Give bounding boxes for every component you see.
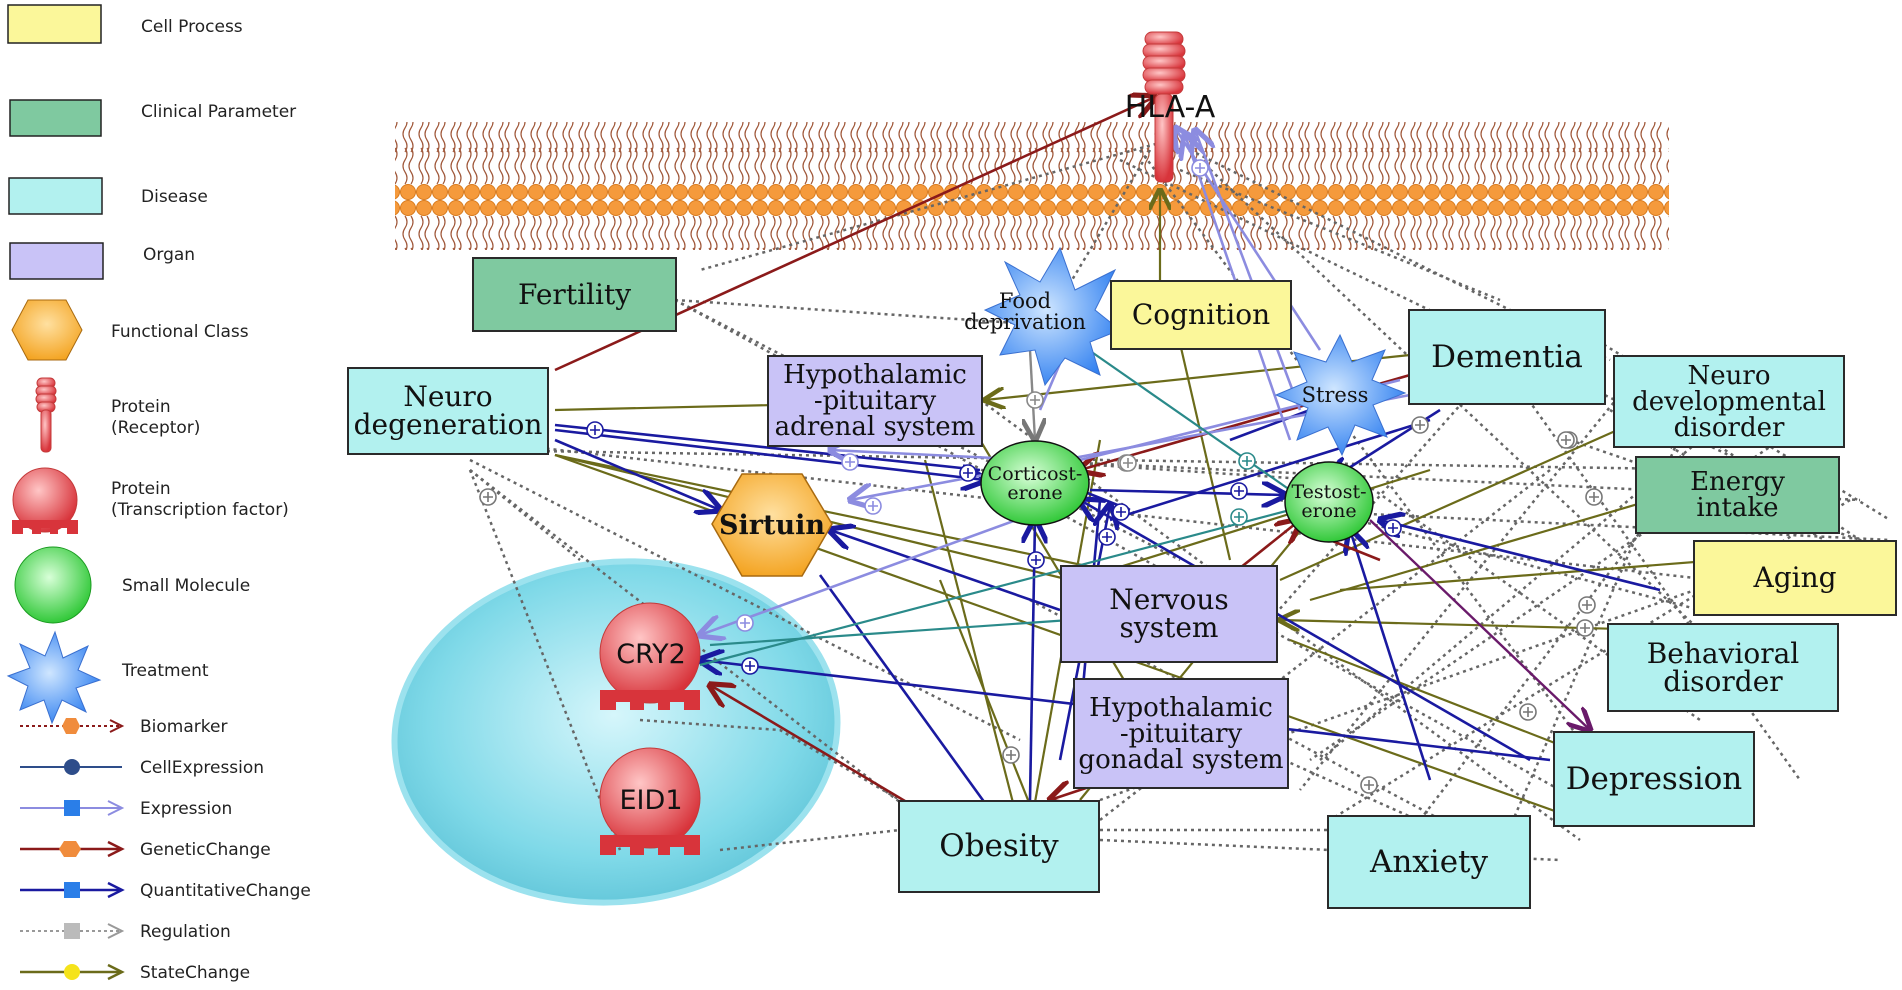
cell-membrane xyxy=(395,122,1669,250)
node-eid1[interactable]: EID1 xyxy=(619,784,683,816)
legend-transcription-factor-icon xyxy=(12,467,78,534)
legend-functional-class-icon xyxy=(11,299,83,361)
legend-geneticchange-line xyxy=(20,840,125,858)
legend-label-protein-receptor: Protein (Receptor) xyxy=(111,397,201,438)
legend-label-clinical-parameter: Clinical Parameter xyxy=(141,102,297,122)
legend-label-disease: Disease xyxy=(141,187,208,207)
legend-organ-swatch xyxy=(9,242,104,280)
nucleus xyxy=(391,558,841,906)
legend-label-cellexpression: CellExpression xyxy=(140,758,265,778)
node-fertility[interactable]: Fertility xyxy=(472,257,677,332)
node-anxiety[interactable]: Anxiety xyxy=(1327,815,1531,909)
legend-label-biomarker: Biomarker xyxy=(140,717,228,737)
sirtuin-shape xyxy=(711,473,833,577)
node-energy-intake[interactable]: Energy intake xyxy=(1635,456,1840,534)
legend-clinical-swatch xyxy=(9,99,102,137)
purple-edges xyxy=(1369,519,1590,730)
legend-label-regulation: Regulation xyxy=(140,922,231,942)
node-hpg-system[interactable]: Hypothalamic -pituitary gonadal system xyxy=(1073,678,1289,789)
legend-label-cell-process: Cell Process xyxy=(141,17,243,37)
node-food-deprivation[interactable]: Food deprivation xyxy=(964,289,1086,334)
legend-regulation-line xyxy=(20,923,125,939)
cry2-shape xyxy=(599,602,701,710)
legend-statechange-line xyxy=(20,963,125,981)
node-depression[interactable]: Depression xyxy=(1553,731,1755,827)
node-neuro-developmental-disorder[interactable]: Neuro developmental disorder xyxy=(1613,355,1845,448)
food-deprivation-star-shape xyxy=(983,246,1121,387)
node-testosterone[interactable]: Testost- erone xyxy=(1291,481,1367,522)
node-cognition[interactable]: Cognition xyxy=(1110,280,1292,350)
node-aging[interactable]: Aging xyxy=(1693,540,1897,616)
legend-label-functional-class: Functional Class xyxy=(111,322,249,342)
legend-disease-swatch xyxy=(8,177,103,215)
legend-quantitativechange-line xyxy=(20,881,125,899)
legend-biomarker-line xyxy=(20,718,125,734)
legend-label-expression: Expression xyxy=(140,799,233,819)
corticosterone-shape xyxy=(980,440,1090,526)
testosterone-shape xyxy=(1284,461,1374,543)
effect-marker-plus xyxy=(483,163,1599,790)
legend-label-treatment: Treatment xyxy=(122,661,209,681)
node-neuro-degeneration[interactable]: Neuro degeneration xyxy=(347,367,549,455)
legend-treatment-icon xyxy=(6,630,102,725)
node-behavioral-disorder[interactable]: Behavioral disorder xyxy=(1607,623,1839,712)
legend-expression-line xyxy=(20,800,125,816)
legend-label-protein-tf: Protein (Transcription factor) xyxy=(111,479,289,520)
node-corticosterone[interactable]: Corticost- erone xyxy=(987,463,1083,504)
expression-edges xyxy=(700,128,1411,635)
node-stress[interactable]: Stress xyxy=(1301,382,1369,407)
node-dementia[interactable]: Dementia xyxy=(1408,309,1606,405)
hla-a-receptor-shape xyxy=(1142,31,1186,183)
stress-star-shape xyxy=(1274,333,1407,457)
node-hpa-system[interactable]: Hypothalamic -pituitary adrenal system xyxy=(767,355,983,447)
node-cry2[interactable]: CRY2 xyxy=(616,638,686,670)
legend-receptor-icon xyxy=(35,377,57,453)
legend-label-statechange: StateChange xyxy=(140,963,251,983)
legend-label-small-molecule: Small Molecule xyxy=(122,576,251,596)
legend-label-organ: Organ xyxy=(143,245,196,265)
node-nervous-system[interactable]: Nervous system xyxy=(1060,565,1278,663)
eid1-shape xyxy=(599,747,701,855)
legend-label-quantitativechange: QuantitativeChange xyxy=(140,881,311,901)
legend-label-geneticchange: GeneticChange xyxy=(140,840,271,860)
legend-small-molecule-icon xyxy=(14,546,92,624)
node-hla-a[interactable]: HLA-A xyxy=(1124,90,1216,125)
node-obesity[interactable]: Obesity xyxy=(898,800,1100,893)
legend-cellexpression-line xyxy=(20,759,122,775)
legend-cell-process-swatch xyxy=(7,4,102,44)
node-sirtuin[interactable]: Sirtuin xyxy=(719,509,825,541)
